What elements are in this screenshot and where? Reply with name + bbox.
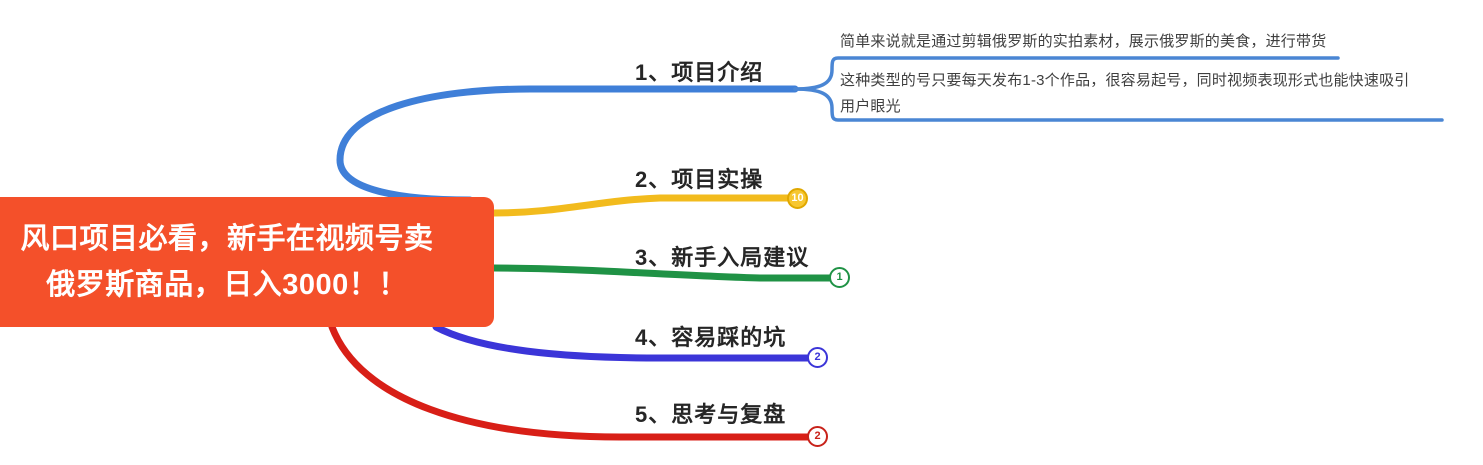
- root-node-line-2: 俄罗斯商品，日入3000！！: [46, 269, 408, 301]
- branch-badge-4[interactable]: 2: [807, 347, 828, 368]
- subnode-2[interactable]: 这种类型的号只要每天发布1-3个作品，很容易起号，同时视频表现形式也能快速吸引 …: [840, 68, 1460, 120]
- branch-label-2[interactable]: 2、项目实操: [635, 167, 764, 192]
- root-node[interactable]: 风口项目必看，新手在视频号卖 俄罗斯商品，日入3000！！: [0, 197, 494, 327]
- branch-label-3[interactable]: 3、新手入局建议: [635, 245, 810, 270]
- branch-badge-5[interactable]: 2: [807, 426, 828, 447]
- branch-badge-2[interactable]: 10: [787, 188, 808, 209]
- subnode-1[interactable]: 简单来说就是通过剪辑俄罗斯的实拍素材，展示俄罗斯的美食，进行带货: [840, 29, 1440, 55]
- branch-label-4[interactable]: 4、容易踩的坑: [635, 325, 787, 350]
- subnode-2-text-line-2: 用户眼光: [840, 98, 901, 115]
- branch-connector-2: [490, 194, 794, 217]
- subnode-1-text: 简单来说就是通过剪辑俄罗斯的实拍素材，展示俄罗斯的美食，进行带货: [840, 33, 1327, 50]
- root-node-line-1: 风口项目必看，新手在视频号卖: [20, 223, 434, 255]
- branch-label-5[interactable]: 5、思考与复盘: [635, 402, 787, 427]
- branch-badge-3[interactable]: 1: [829, 267, 850, 288]
- branch-label-1[interactable]: 1、项目介绍: [635, 60, 764, 85]
- subnode-2-text-line-1: 这种类型的号只要每天发布1-3个作品，很容易起号，同时视频表现形式也能快速吸引: [840, 72, 1410, 89]
